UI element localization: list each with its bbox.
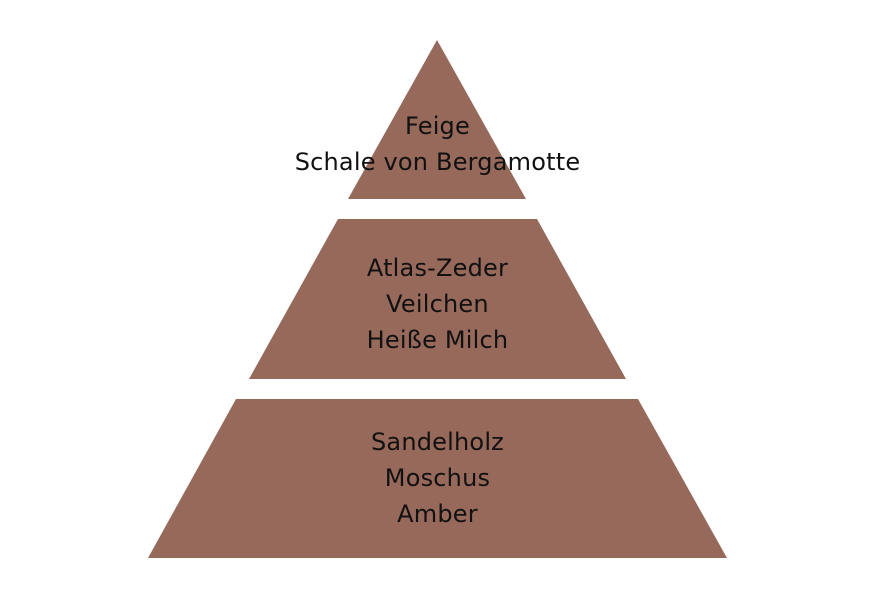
heart-note-1: Atlas-Zeder xyxy=(366,254,509,282)
heart-note-3: Heiße Milch xyxy=(366,326,509,354)
heart-note-2: Veilchen xyxy=(386,290,489,318)
bottom-tier-shape xyxy=(148,399,727,558)
top-tier-labels: Feige Schale von Bergamotte xyxy=(0,108,875,180)
middle-tier-labels: Atlas-Zeder Veilchen Heiße Milch xyxy=(0,250,875,358)
top-note-2: Schale von Bergamotte xyxy=(294,148,581,176)
middle-tier-shape xyxy=(249,219,626,379)
top-tier-shape xyxy=(348,40,526,199)
base-note-1: Sandelholz xyxy=(371,428,504,456)
top-note-1: Feige xyxy=(405,112,470,140)
base-note-2: Moschus xyxy=(384,464,491,492)
base-note-3: Amber xyxy=(397,500,478,528)
bottom-tier-labels: Sandelholz Moschus Amber xyxy=(0,424,875,532)
